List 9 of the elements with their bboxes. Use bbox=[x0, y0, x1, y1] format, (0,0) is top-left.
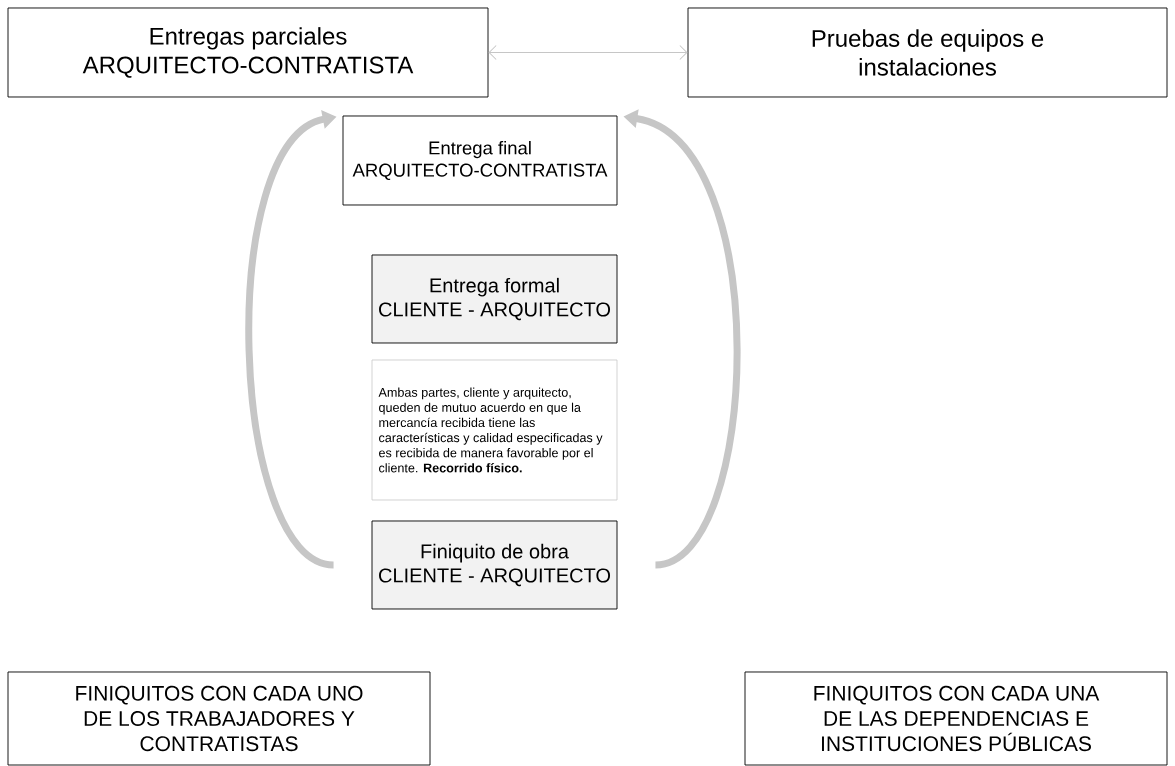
stage-box: Pruebas de equipos e instalaciones bbox=[687, 7, 1168, 98]
arrow bbox=[488, 45, 688, 60]
stage-box: Finiquito de obra CLIENTE - ARQUITECTO bbox=[371, 520, 618, 610]
stage-box: FINIQUITOS CON CADA UNO DE LOS TRABAJADORES Y CONTRATISTAS bbox=[7, 671, 431, 766]
stage-box: Entrega final ARQUITECTO-CONTRATISTA bbox=[342, 115, 618, 206]
stage-box: FINIQUITOS CON CADA UNA DE LAS DEPENDENCIAS E INSTITUCIONES PÚBLICAS bbox=[744, 671, 1168, 766]
stage-box: Entregas parciales ARQUITECTO-CONTRATISTA bbox=[7, 7, 489, 98]
stage-box: Entrega formal CLIENTE - ARQUITECTO bbox=[371, 254, 618, 344]
description-box: Ambas partes, cliente y arquitecto, queden de mutuo acuerdo en que la mercancía recibida tiene las características y calidad especificadas y es recibida de manera favorable por el cliente. Recorrido físico. bbox=[371, 359, 618, 501]
